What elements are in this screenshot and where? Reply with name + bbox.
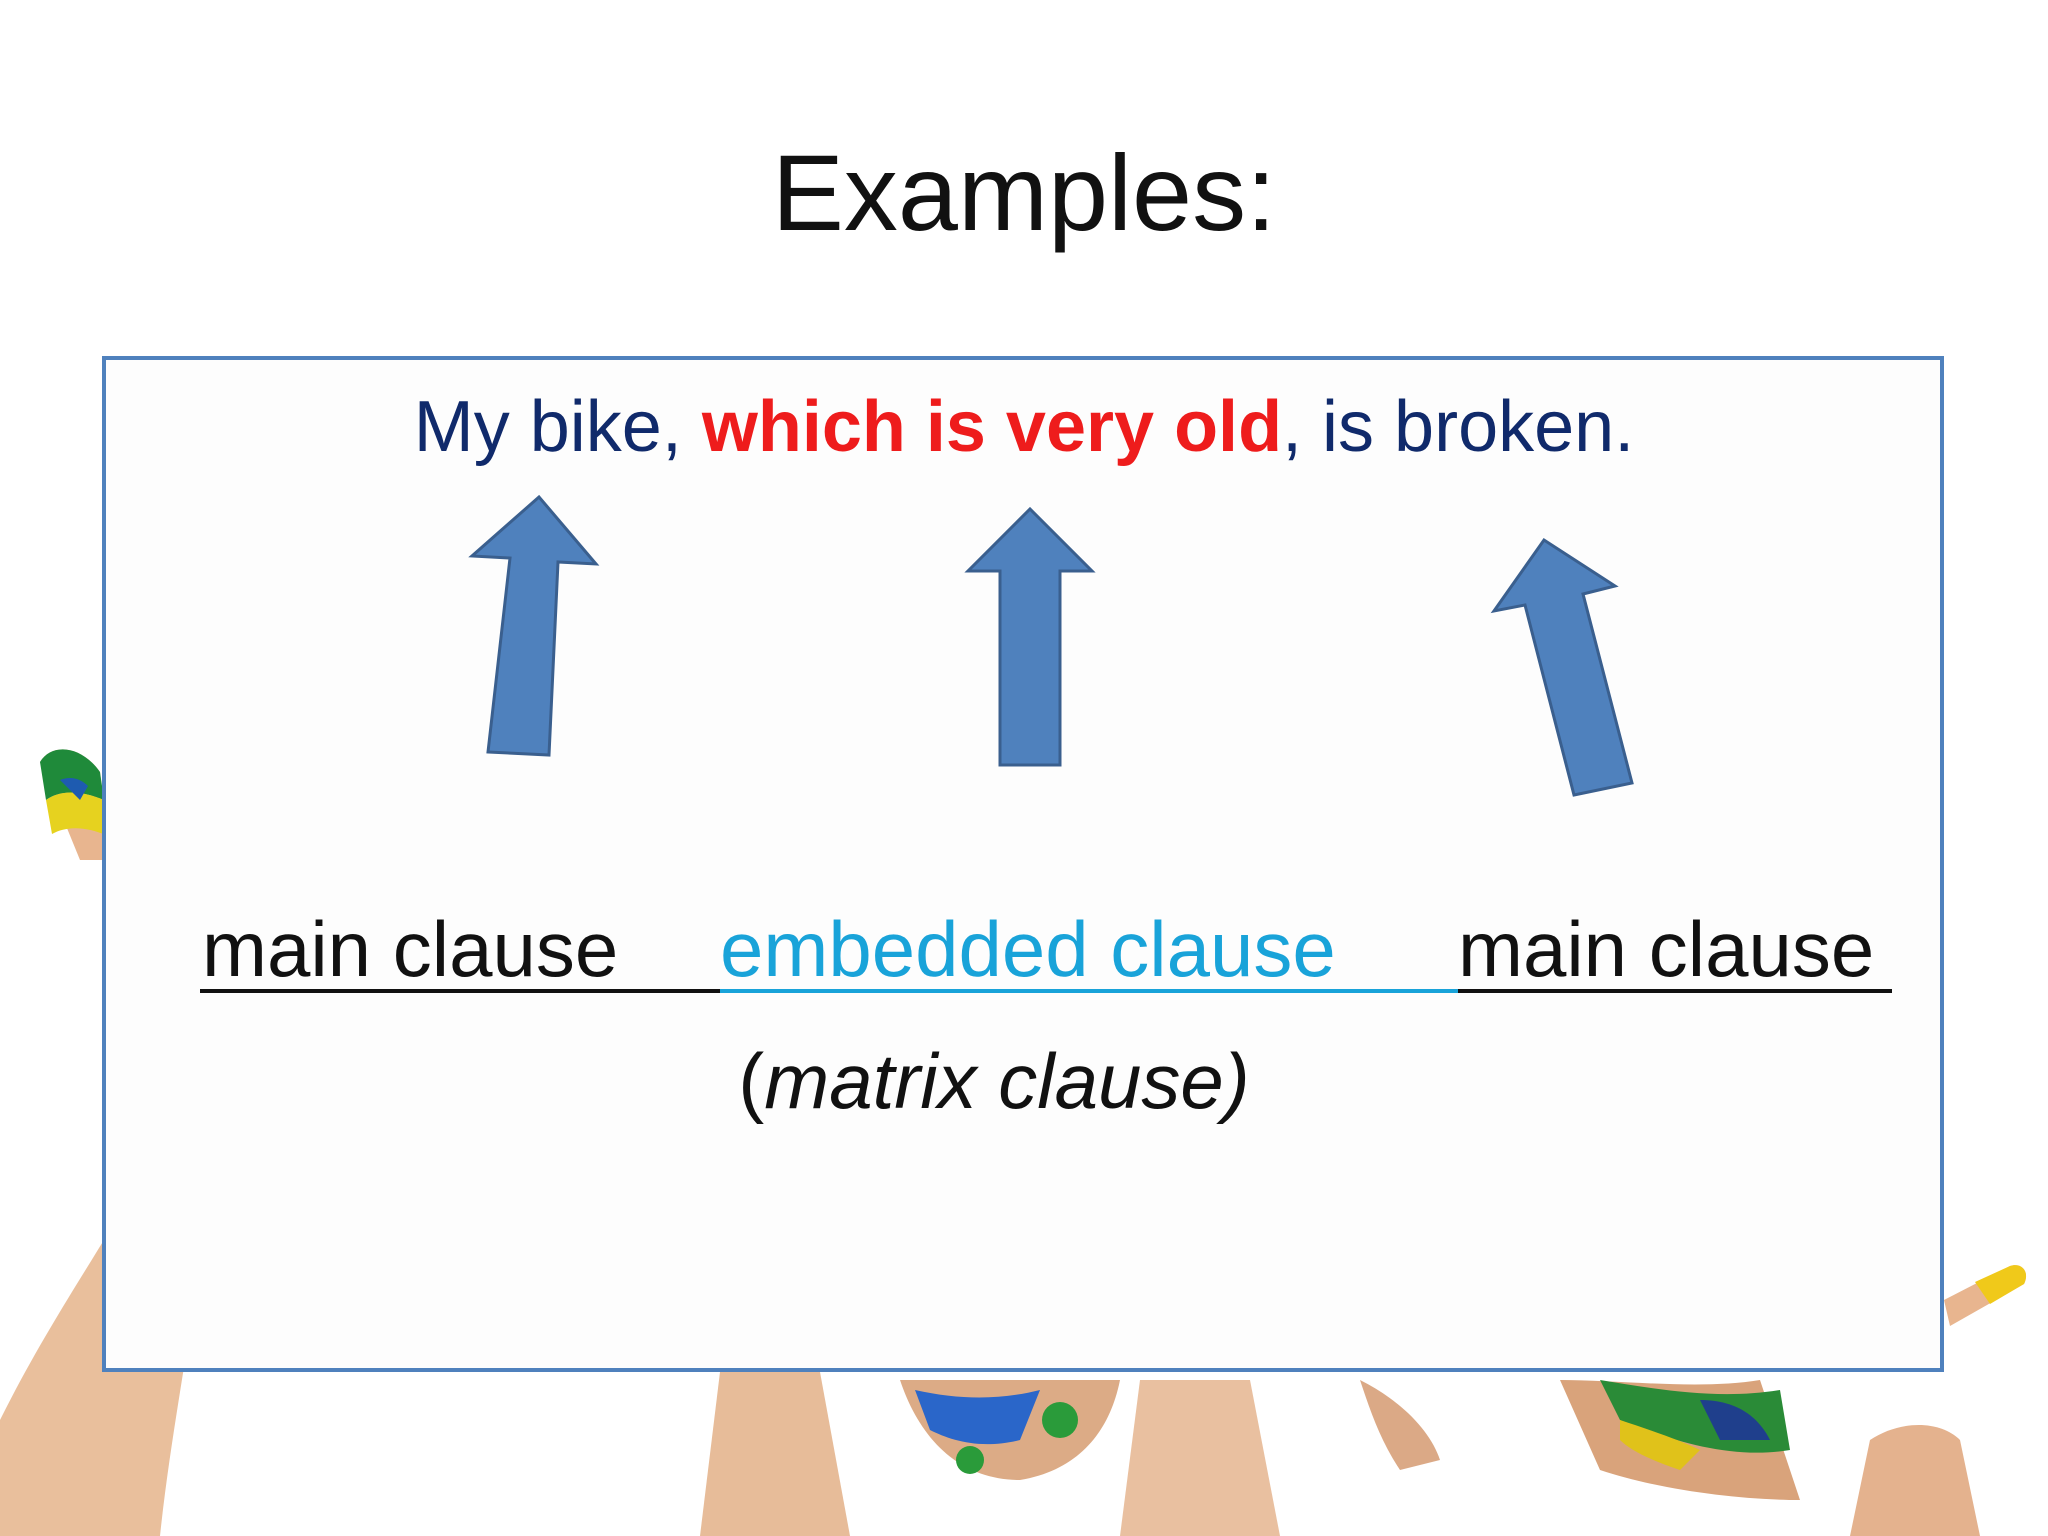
- matrix-note-text: matrix clause): [764, 1037, 1250, 1125]
- label-embedded-clause: embedded clause: [720, 905, 1336, 993]
- label-main-clause-right: main clause: [1458, 905, 1875, 993]
- underline-embedded: [720, 989, 1458, 993]
- sentence-part-1: My bike,: [413, 387, 702, 467]
- underline-main-right: [1458, 989, 1892, 993]
- bottom-hands-shape: [700, 1372, 1980, 1536]
- matrix-note-open: (: [738, 1037, 765, 1125]
- matrix-clause-note: (matrix clause): [0, 1034, 1988, 1128]
- underline-main-left: [200, 989, 720, 993]
- example-sentence: My bike, which is very old, is broken.: [0, 382, 2048, 472]
- arrow-left-icon: [468, 494, 600, 757]
- sentence-highlight: which is very old: [701, 387, 1283, 467]
- arrow-right-icon: [1490, 537, 1634, 797]
- right-finger-shape: [1944, 1265, 2027, 1326]
- label-main-clause-left: main clause: [202, 905, 619, 993]
- left-finger-shape: [40, 749, 110, 860]
- arrow-middle-icon: [964, 506, 1096, 767]
- sentence-part-2: , is broken.: [1282, 387, 1635, 467]
- slide-title: Examples:: [771, 132, 1277, 253]
